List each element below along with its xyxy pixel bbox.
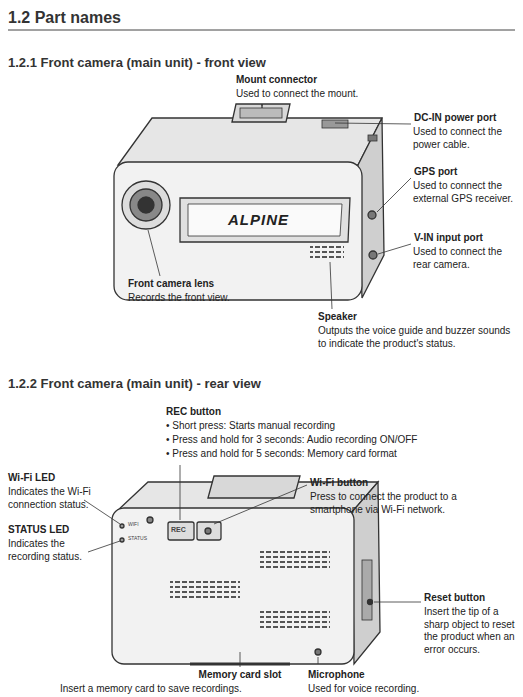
title-rule [8,30,515,31]
part-description: Records the front view. [128,292,230,305]
part-description: • Press and hold for 3 seconds: Audio re… [166,434,417,447]
part-name: Reset button [424,592,485,605]
part-name: STATUS LED [8,524,69,537]
device-logo: ALPINE [228,211,289,230]
subsection-heading: 1.2.2 Front camera (main unit) - rear vi… [8,376,261,392]
part-name: Front camera lens [128,278,214,291]
part-description: Insert the tip of a sharp object to rese… [424,606,519,656]
part-name: DC-IN power port [414,112,496,125]
part-name: V-IN input port [414,232,483,245]
part-description: Used to connect the external GPS receive… [413,180,519,205]
part-name: GPS port [414,166,457,179]
part-description: Used to connect the power cable. [413,126,519,151]
part-description: Used to connect the rear camera. [413,246,519,271]
part-description: Used to connect the mount. [236,88,358,101]
part-name: Wi-Fi button [310,477,368,490]
device-marking: WIFI [128,521,139,527]
part-description: Outputs the voice guide and buzzer sound… [318,325,518,350]
section-title: 1.2 Part names [8,8,121,28]
part-description: Used for voice recording. [308,683,419,696]
front-camera-front [114,104,384,300]
part-name: Mount connector [236,74,317,87]
device-marking: REC [171,526,186,535]
part-description: Indicates the recording status. [8,538,88,563]
part-description: Indicates the Wi-Fi connection status. [8,486,118,511]
part-description: • Short press: Starts manual recording [166,420,335,433]
part-description: • Press and hold for 5 seconds: Memory c… [166,448,397,461]
part-name: REC button [166,406,221,419]
part-name: Memory card slot [150,669,330,682]
part-name: Microphone [308,669,365,682]
subsection-heading: 1.2.1 Front camera (main unit) - front v… [8,55,266,71]
part-description: Press to connect the product to a smartp… [310,491,510,516]
part-name: Wi-Fi LED [8,472,55,485]
device-marking: STATUS [128,535,147,541]
part-description: Insert a memory card to save recordings. [60,683,242,696]
part-name: Speaker [318,311,357,324]
